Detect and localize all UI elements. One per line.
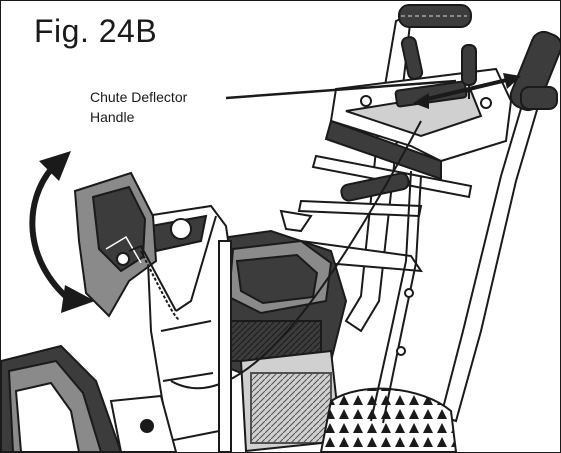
double-arrow-curved-icon [29,151,95,313]
side-rail [370,170,422,424]
discharge-chute [144,204,233,443]
deflector-handle-knob [400,36,477,99]
engine [194,229,348,452]
figure-label: Fig. 24B [34,13,158,49]
callout-leader-line [225,79,457,100]
chute-deflector [73,171,158,318]
handlebar-right [439,30,560,423]
frame-post [218,209,313,452]
control-panel [324,67,513,181]
callout-label: Chute Deflector Handle [90,87,187,127]
callout-label-line-1: Chute Deflector [90,89,188,105]
auger-housing [1,344,178,452]
double-arrow-icon [413,73,521,109]
callout-label-line-2: Handle [90,109,135,125]
deflector-cable [128,120,422,390]
tire [319,387,458,452]
